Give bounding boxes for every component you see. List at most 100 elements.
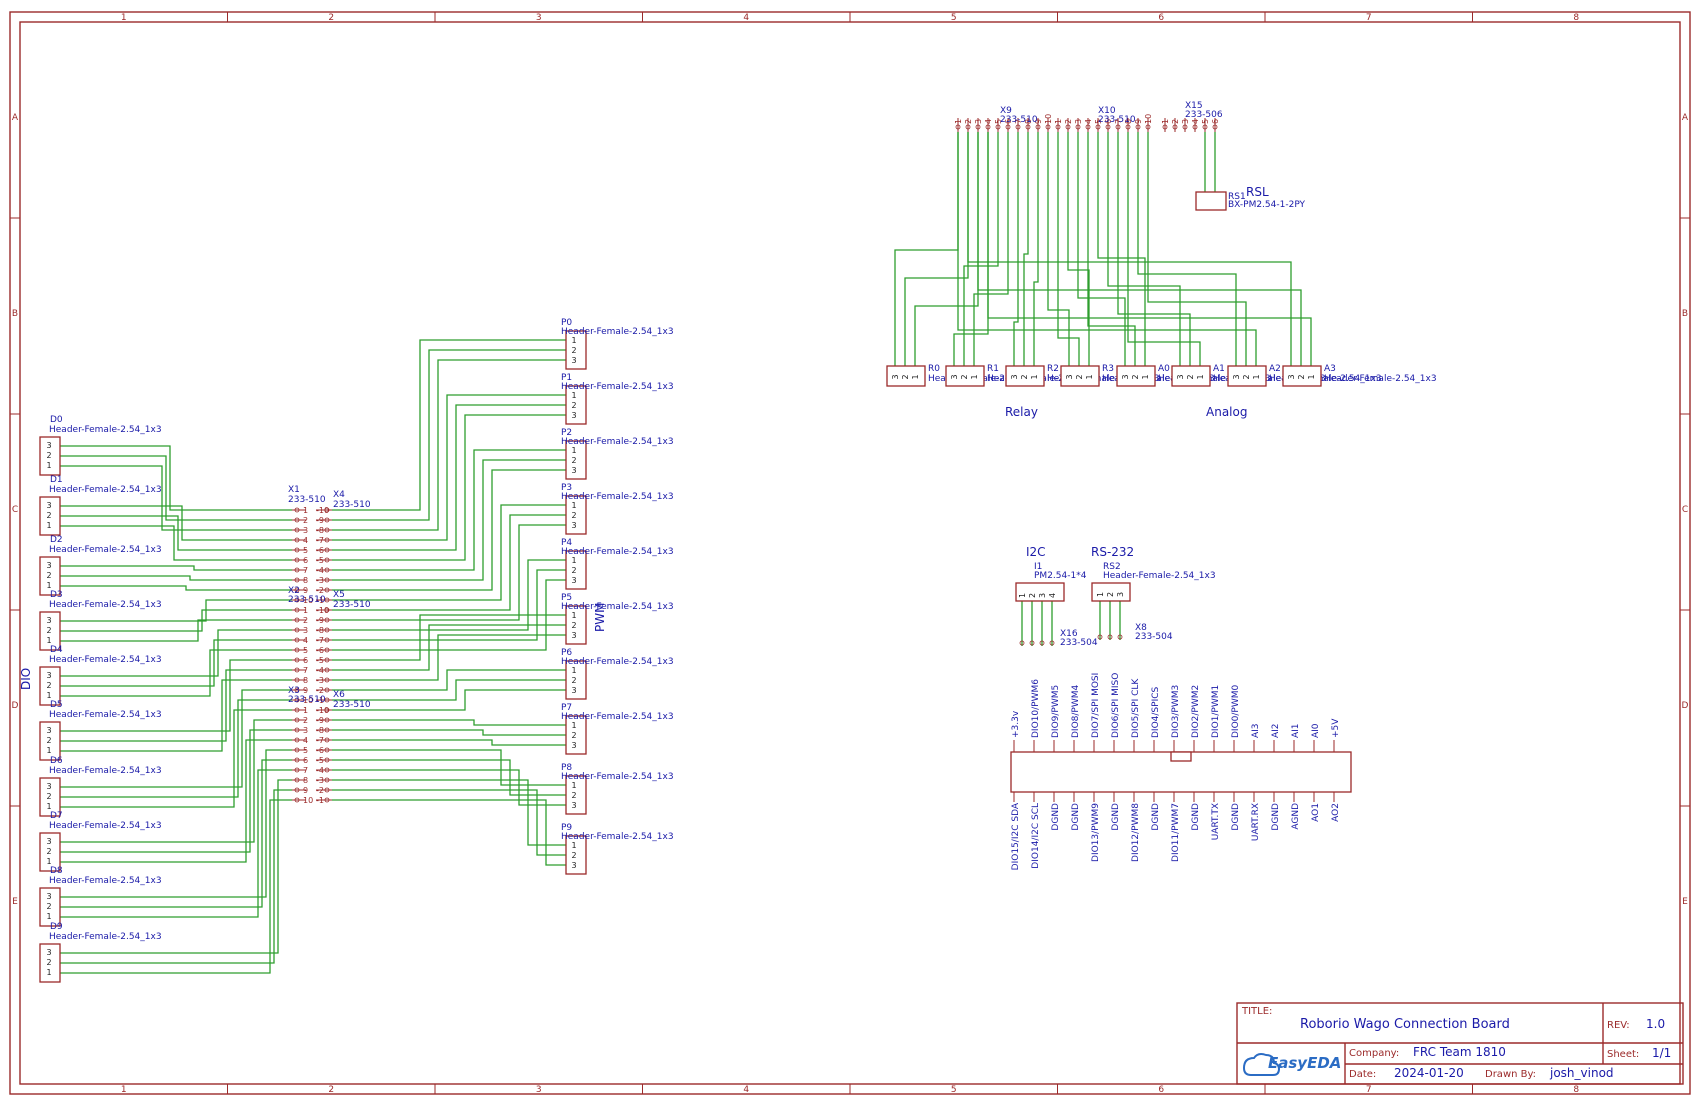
svg-text:7: 7	[1014, 119, 1023, 124]
svg-text:3: 3	[46, 501, 51, 510]
svg-text:D2: D2	[50, 535, 63, 545]
grid-row-left: D	[12, 701, 19, 711]
svg-text:-10: -10	[316, 606, 329, 615]
svg-text:3: 3	[571, 521, 576, 530]
svg-text:3: 3	[46, 892, 51, 901]
svg-text:-1: -1	[316, 596, 324, 605]
svg-text:3: 3	[1181, 119, 1190, 124]
drawn-label: Drawn By:	[1485, 1069, 1536, 1080]
svg-text:1: 1	[46, 912, 51, 921]
svg-text:2: 2	[571, 676, 576, 685]
mxp-bottom-pin: DGND	[1051, 803, 1061, 831]
date-value: 2024-01-20	[1394, 1066, 1464, 1080]
grid-row-right: A	[1682, 113, 1689, 123]
grid-row-right: E	[1682, 897, 1688, 907]
svg-text:Header-Female-2.54_1x3: Header-Female-2.54_1x3	[561, 772, 674, 782]
x10-ref: X10	[1098, 106, 1116, 116]
svg-text:10: 10	[303, 796, 313, 805]
svg-text:R2: R2	[1047, 364, 1059, 374]
svg-text:Header-Female-2.54_1x3: Header-Female-2.54_1x3	[1213, 374, 1326, 384]
grid-col-top: 1	[121, 13, 127, 23]
svg-text:3: 3	[571, 411, 576, 420]
i2c-connector	[1015, 582, 1065, 602]
svg-text:2: 2	[46, 736, 51, 745]
svg-text:R1: R1	[987, 364, 999, 374]
svg-text:1: 1	[1161, 119, 1170, 124]
svg-text:1: 1	[571, 611, 576, 620]
x8-ref: X8	[1135, 623, 1147, 633]
svg-text:P0: P0	[561, 318, 572, 328]
x6-ref: X6	[333, 690, 345, 700]
svg-text:-3: -3	[316, 776, 324, 785]
easyeda-logo-text: EasyEDA	[1268, 1054, 1341, 1072]
svg-text:10: 10	[1044, 114, 1053, 124]
x15-ref: X15	[1185, 101, 1203, 111]
grid-col-bottom: 7	[1366, 1085, 1372, 1095]
svg-text:2: 2	[1171, 119, 1180, 124]
mxp-bottom-pin: DGND	[1191, 803, 1201, 831]
svg-text:4: 4	[303, 536, 308, 545]
svg-text:1: 1	[571, 446, 576, 455]
dio-section-label: DIO	[19, 668, 33, 690]
svg-text:Header-Female-2.54_1x3: Header-Female-2.54_1x3	[1158, 374, 1271, 384]
mxp-bottom-pin: DIO13/PWM9	[1091, 803, 1101, 862]
svg-text:Header-Female-2.54_1x3: Header-Female-2.54_1x3	[1047, 374, 1160, 384]
svg-text:2: 2	[964, 119, 973, 124]
svg-text:3: 3	[1176, 374, 1185, 379]
svg-text:6: 6	[303, 656, 308, 665]
svg-text:P8: P8	[561, 763, 572, 773]
easyeda-logo-icon	[1242, 1053, 1281, 1076]
analog-section-label: Analog	[1206, 405, 1247, 419]
title-label: TITLE:	[1241, 1006, 1272, 1017]
svg-text:2: 2	[571, 456, 576, 465]
svg-text:7: 7	[303, 766, 308, 775]
svg-text:Header-Female-2.54_1x3: Header-Female-2.54_1x3	[1324, 374, 1437, 384]
mxp-top-pin: AI0	[1311, 723, 1321, 738]
svg-text:A1: A1	[1213, 364, 1225, 374]
svg-text:R3: R3	[1102, 364, 1114, 374]
svg-text:-6: -6	[316, 746, 324, 755]
mxp-top-pin: DIO7/SPI MOSI	[1091, 673, 1101, 738]
svg-text:A0: A0	[1158, 364, 1170, 374]
mxp-bottom-pin: DGND	[1271, 803, 1281, 831]
svg-text:-5: -5	[316, 656, 324, 665]
grid-col-top: 7	[1366, 13, 1372, 23]
svg-text:-9: -9	[316, 616, 324, 625]
svg-text:-9: -9	[316, 516, 324, 525]
svg-text:2: 2	[1075, 374, 1084, 379]
svg-text:3: 3	[571, 801, 576, 810]
x5-ref: X5	[333, 590, 345, 600]
svg-text:Header-Female-2.54_1x3: Header-Female-2.54_1x3	[561, 437, 674, 447]
x2-value: 233-510	[288, 595, 326, 605]
svg-text:2: 2	[960, 374, 969, 379]
svg-text:3: 3	[1116, 592, 1125, 597]
svg-text:-3: -3	[316, 576, 324, 585]
mxp-bottom-pin: DGND	[1111, 803, 1121, 831]
svg-text:1: 1	[46, 968, 51, 977]
svg-text:8: 8	[303, 776, 308, 785]
mxp-bottom-pin: DGND	[1231, 803, 1241, 831]
svg-text:2: 2	[1242, 374, 1251, 379]
svg-text:2: 2	[571, 621, 576, 630]
svg-text:-3: -3	[316, 676, 324, 685]
svg-text:Header-Female-2.54_1x3: Header-Female-2.54_1x3	[49, 876, 162, 886]
i2c-section-label: I2C	[1026, 545, 1046, 559]
svg-text:P1: P1	[561, 373, 572, 383]
mxp-top-pin: DIO10/PWM6	[1031, 679, 1041, 738]
svg-text:-8: -8	[316, 626, 324, 635]
svg-text:-7: -7	[316, 536, 324, 545]
svg-text:1: 1	[571, 781, 576, 790]
svg-text:1: 1	[911, 374, 920, 379]
x6-value: 233-510	[333, 700, 371, 710]
svg-text:2: 2	[1064, 119, 1073, 124]
mxp-top-pin: DIO0/PWM0	[1231, 684, 1241, 738]
rsl-section-label: RSL	[1246, 185, 1269, 199]
dio-headers: D0Header-Female-2.54_1x3321D1Header-Fema…	[39, 415, 162, 983]
svg-text:6: 6	[303, 756, 308, 765]
x16-value: 233-504	[1060, 638, 1098, 648]
